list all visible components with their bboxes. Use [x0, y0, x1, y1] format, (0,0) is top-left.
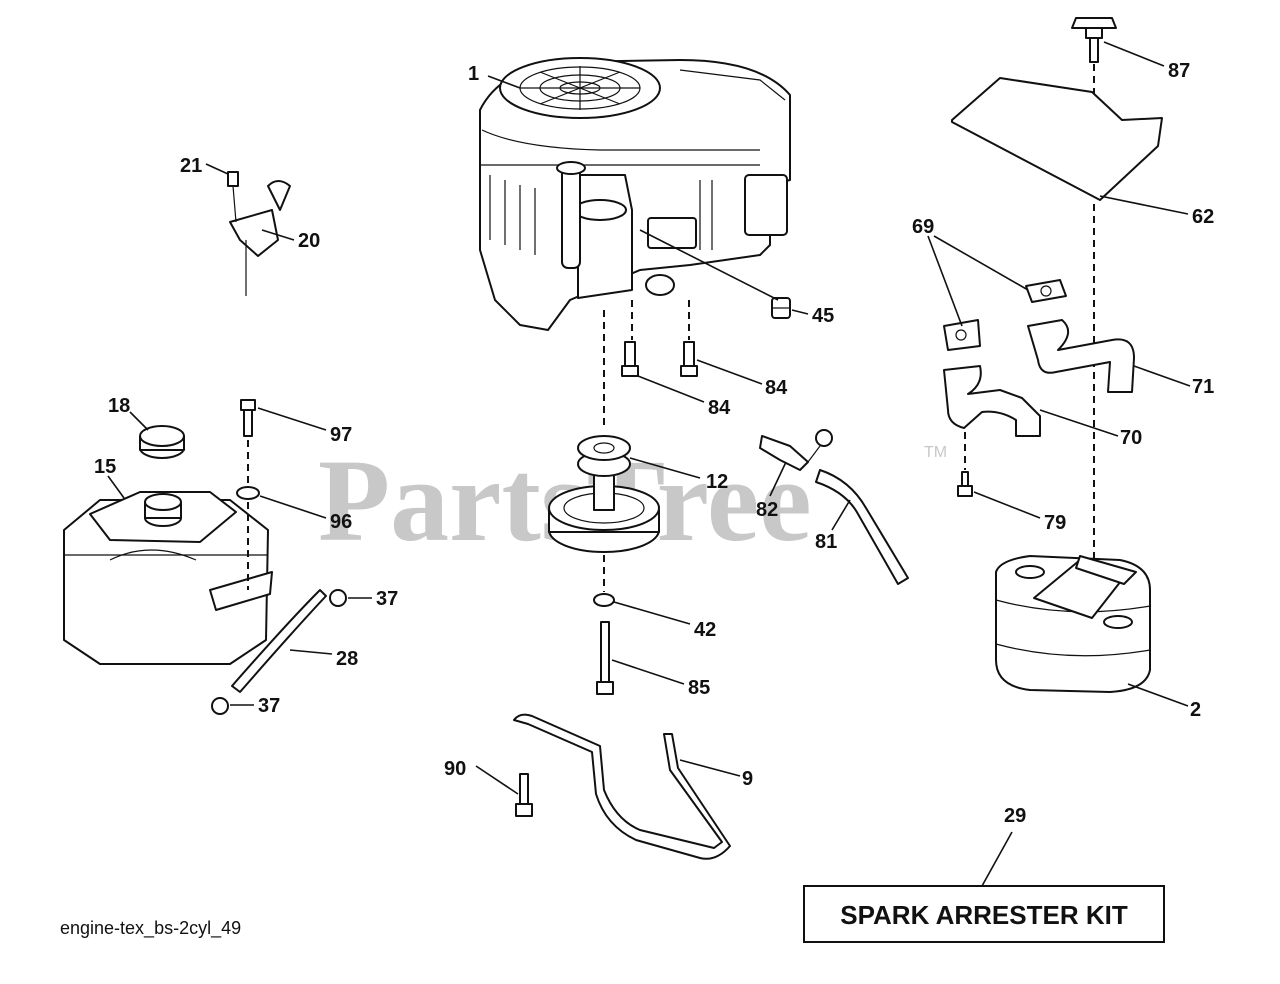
gasket-icon — [943, 279, 1067, 351]
engine-icon — [479, 57, 791, 331]
kit-label: SPARK ARRESTER KIT — [840, 900, 1128, 930]
nut-icon — [771, 297, 791, 319]
leader-15 — [107, 475, 125, 499]
knob-icon — [1071, 17, 1117, 63]
callout-97: 97 — [330, 424, 352, 446]
pulley-icon — [548, 435, 660, 553]
callout-9: 9 — [742, 768, 753, 790]
leader-71 — [1133, 365, 1191, 387]
washer-96-icon — [236, 486, 260, 500]
leader-45 — [791, 309, 809, 315]
throttle-bracket-icon — [227, 171, 291, 296]
clamp-icon — [211, 697, 229, 715]
fuel-line-icon — [231, 589, 327, 693]
callout-84b: 84 — [765, 377, 788, 399]
leader-85 — [611, 659, 685, 685]
leader-2 — [1127, 683, 1189, 707]
leader-18 — [129, 411, 149, 431]
long-bolt-icon — [596, 621, 614, 695]
leader-42 — [613, 601, 691, 625]
leader-62 — [1099, 195, 1189, 215]
callout-79: 79 — [1044, 512, 1066, 534]
rod-icon — [513, 713, 731, 860]
callout-70: 70 — [1120, 427, 1142, 449]
bolt-90-icon — [515, 773, 533, 817]
watermark-tm: TM — [924, 444, 947, 461]
callout-90: 90 — [444, 758, 466, 780]
callout-62: 62 — [1192, 206, 1214, 228]
leader-87 — [1103, 41, 1165, 67]
leader-45a — [639, 229, 779, 301]
callout-21: 21 — [180, 155, 202, 177]
heat-shield-icon — [951, 77, 1163, 201]
callout-96: 96 — [330, 511, 352, 533]
callout-87: 87 — [1168, 60, 1190, 82]
callout-37a: 37 — [376, 588, 398, 610]
callout-84a: 84 — [708, 397, 731, 419]
callout-82: 82 — [756, 499, 778, 521]
leader-84a — [637, 375, 705, 403]
fuel-tank-icon — [63, 491, 273, 665]
callout-2: 2 — [1190, 699, 1201, 721]
callout-81: 81 — [815, 531, 837, 553]
screw-icon — [240, 399, 256, 437]
diagram-id: engine-tex_bs-2cyl_49 — [60, 918, 241, 939]
leader-81 — [831, 499, 851, 531]
leader-82 — [769, 461, 787, 497]
leader-84b — [696, 359, 763, 385]
callout-18: 18 — [108, 395, 130, 417]
leader-90 — [475, 765, 519, 795]
leader-97 — [257, 407, 327, 431]
callout-12: 12 — [706, 471, 728, 493]
bolt-icon — [621, 341, 698, 377]
muffler-icon — [995, 555, 1151, 693]
leader-1 — [487, 75, 521, 89]
callout-1: 1 — [468, 63, 479, 85]
fuel-cap-icon — [139, 425, 185, 459]
leader-96 — [259, 495, 327, 519]
leader-20 — [261, 229, 295, 241]
leader-21 — [205, 163, 229, 175]
callout-69: 69 — [912, 216, 934, 238]
exhaust-pipe-71-icon — [1027, 319, 1135, 393]
leader-12 — [629, 457, 701, 479]
bolt-79-icon — [957, 471, 973, 497]
callout-85: 85 — [688, 677, 710, 699]
clamp-icon — [329, 589, 347, 607]
callout-29: 29 — [1004, 805, 1026, 827]
leader-69b — [933, 235, 1029, 291]
drain-valve-icon — [759, 429, 833, 471]
washer-icon — [593, 593, 615, 607]
kit-box — [803, 885, 1165, 943]
leader-28 — [289, 649, 333, 655]
leader-69a — [927, 235, 963, 327]
exhaust-pipe-70-icon — [943, 365, 1041, 437]
drain-hose-icon — [815, 469, 909, 585]
callout-42: 42 — [694, 619, 716, 641]
callout-71: 71 — [1192, 376, 1214, 398]
leader-70 — [1039, 409, 1119, 437]
leader-29 — [981, 831, 1013, 887]
callout-37b: 37 — [258, 695, 280, 717]
leader-9 — [679, 759, 741, 777]
callout-28: 28 — [336, 648, 358, 670]
leader-79 — [973, 491, 1041, 519]
callout-15: 15 — [94, 456, 116, 478]
callout-20: 20 — [298, 230, 320, 252]
callout-45: 45 — [812, 305, 834, 327]
